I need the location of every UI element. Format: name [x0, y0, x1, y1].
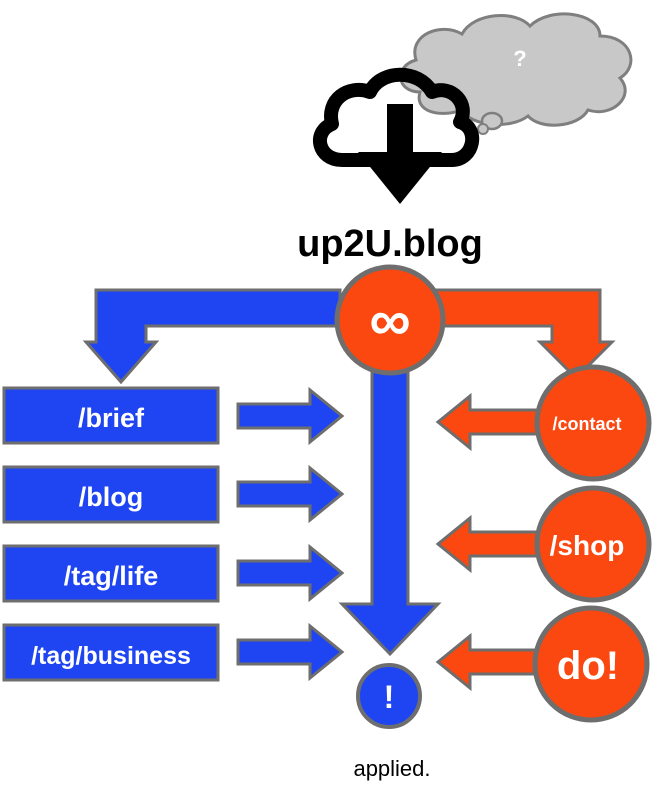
central-down-arrow	[338, 334, 442, 657]
blue-arrow-brief	[236, 386, 345, 446]
result-symbol: !	[384, 679, 395, 715]
result-caption: applied.	[353, 756, 430, 781]
orange-arrow-contact	[435, 392, 542, 452]
blue-input-arrows	[236, 386, 345, 682]
right-action-list: /contact /shop do!	[532, 364, 652, 723]
result-circle	[356, 663, 422, 729]
orange-arrow-do	[435, 632, 542, 692]
nav-box-tag-life[interactable]	[2, 544, 220, 603]
nav-label-brief: /brief	[78, 403, 145, 433]
action-label-shop: /shop	[550, 530, 625, 561]
nav-label-tag-business: /tag/business	[31, 642, 191, 670]
cloud-outline	[313, 67, 480, 167]
orange-branch-arrow-right	[418, 288, 616, 381]
nav-box-tag-business[interactable]	[2, 623, 220, 682]
download-arrow-head	[358, 152, 442, 204]
nav-box-brief[interactable]	[2, 386, 220, 445]
action-label-do: do!	[557, 644, 619, 688]
thought-question-mark: ?	[513, 46, 526, 71]
orange-input-arrows	[435, 392, 542, 692]
blue-arrow-blog	[236, 464, 345, 524]
cloud-download-icon	[313, 67, 480, 204]
nav-box-blog[interactable]	[2, 465, 220, 524]
blue-arrow-tag-life	[236, 543, 345, 603]
action-circle-do[interactable]	[532, 605, 650, 723]
thought-bubble-small	[477, 123, 489, 135]
action-circle-contact[interactable]	[534, 364, 652, 482]
hub-infinity-node: ∞	[334, 264, 446, 376]
site-title: up2U.blog	[297, 223, 483, 265]
orange-arrow-shop	[435, 514, 542, 574]
nav-label-tag-life: /tag/life	[64, 561, 159, 591]
result-node: !	[356, 663, 422, 729]
infinity-symbol: ∞	[369, 288, 410, 353]
thought-cloud: ?	[399, 12, 633, 135]
action-circle-shop[interactable]	[534, 485, 652, 603]
action-label-contact: /contact	[552, 414, 621, 434]
download-arrow-shaft	[387, 104, 413, 160]
blue-branch-arrow-left	[82, 288, 342, 385]
blue-arrow-tag-business	[236, 622, 345, 682]
hub-circle	[334, 264, 446, 376]
nav-label-blog: /blog	[79, 482, 143, 512]
left-nav-list: /brief /blog /tag/life /tag/business	[2, 386, 220, 682]
